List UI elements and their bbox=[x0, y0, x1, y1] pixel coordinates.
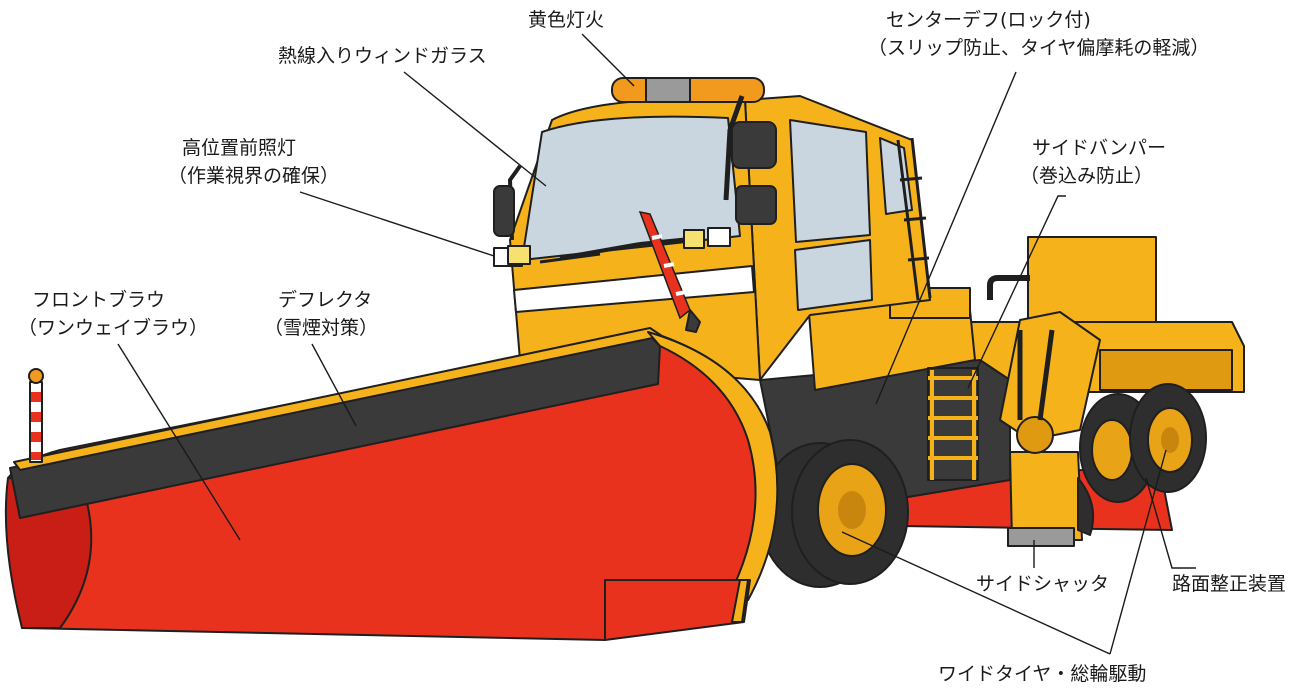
label-headlight: 高位置前照灯 bbox=[182, 137, 296, 159]
label-yellow-light: 黄色灯火 bbox=[528, 9, 604, 31]
label-front-plow: フロントブラウ bbox=[32, 288, 165, 311]
snowplow-truck-illustration bbox=[4, 77, 1245, 641]
label-front-plow-note: （ワンウェイブラウ） bbox=[18, 316, 208, 339]
windshield bbox=[521, 115, 741, 261]
label-deflector-note: （雪煙対策） bbox=[264, 317, 378, 339]
rear-wheels bbox=[1079, 383, 1207, 503]
label-side-shutter: サイドシャッタ bbox=[976, 573, 1109, 595]
label-side-bumper-note: （巻込み防止） bbox=[1020, 165, 1153, 187]
side-mirrors bbox=[493, 95, 777, 241]
side-bumper bbox=[927, 367, 979, 481]
leader-front-plow bbox=[117, 343, 241, 541]
leader-yellow-light bbox=[581, 33, 635, 87]
cab bbox=[493, 77, 932, 381]
side-shutter bbox=[999, 311, 1101, 547]
leader-center-diff bbox=[875, 71, 1017, 405]
leader-heated-glass bbox=[403, 71, 547, 187]
label-side-bumper: サイドバンパー bbox=[1032, 137, 1166, 159]
front-plow bbox=[4, 327, 779, 641]
leader-road-leveler bbox=[1145, 477, 1196, 569]
label-deflector: デフレクタ bbox=[278, 289, 372, 311]
leader-headlight bbox=[299, 191, 495, 257]
label-wide-tire: ワイドタイヤ・総輪駆動 bbox=[938, 663, 1146, 685]
label-center-diff-note: （スリップ防止、タイヤ偏摩耗の軽減） bbox=[868, 37, 1209, 59]
leader-wide-tire-2 bbox=[1109, 449, 1167, 655]
leader-deflector bbox=[311, 343, 357, 427]
front-wheel bbox=[759, 439, 909, 588]
high-position-headlights bbox=[493, 227, 731, 267]
callout-labels: 黄色灯火 熱線入りウィンドガラス 高位置前照灯 （作業視界の確保） センターデフ… bbox=[18, 9, 1286, 685]
label-road-leveler: 路面整正装置 bbox=[1172, 573, 1286, 595]
label-center-diff: センターデフ(ロック付) bbox=[886, 9, 1091, 31]
label-headlight-note: （作業視界の確保） bbox=[168, 165, 339, 187]
leader-side-bumper bbox=[967, 195, 1066, 389]
leader-lines bbox=[117, 33, 1196, 655]
label-heated-glass: 熱線入りウィンドガラス bbox=[278, 45, 487, 67]
leader-wide-tire-1 bbox=[841, 531, 1111, 655]
yellow-light-beacon bbox=[611, 77, 765, 103]
